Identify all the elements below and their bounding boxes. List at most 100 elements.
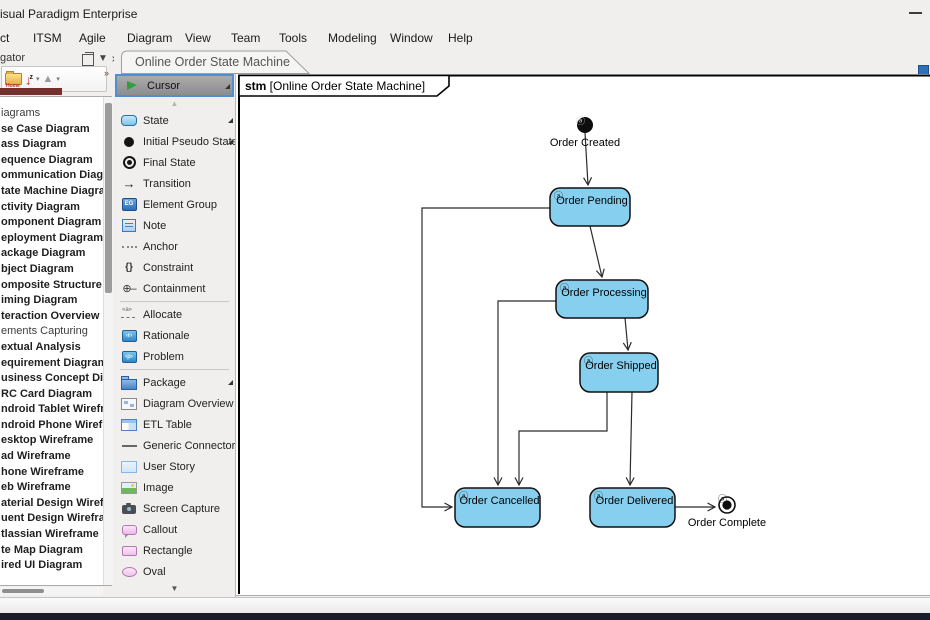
scrollbar-thumb[interactable] <box>105 103 112 293</box>
submenu-corner-icon[interactable] <box>228 139 233 144</box>
transition-processing-to-cancelled[interactable] <box>493 300 556 487</box>
palette-item-package[interactable]: Package <box>114 372 235 393</box>
menu-ct[interactable]: ct <box>0 31 10 45</box>
nav-item-diagram-type[interactable]: tate Machine Diagram <box>1 184 111 197</box>
nav-item-diagram-type[interactable]: usiness Concept Diagram <box>1 372 111 385</box>
vertical-scrollbar[interactable] <box>103 97 113 585</box>
nav-item-diagram-type[interactable]: hone Wireframe <box>1 465 85 478</box>
nav-item-diagram-type[interactable]: ndroid Phone Wireframe <box>1 418 111 431</box>
palette-scroll-down-icon[interactable]: ▼ <box>170 584 179 593</box>
pin-icon[interactable]: ▼ <box>98 53 108 64</box>
nav-item-diagram-type[interactable]: tlassian Wireframe <box>1 528 99 541</box>
nav-item-diagram-type[interactable]: RC Card Diagram <box>1 387 93 400</box>
menu-itsm[interactable]: ITSM <box>33 31 62 45</box>
nav-item-diagram-type[interactable]: omponent Diagram <box>1 216 102 229</box>
nav-item-diagram-type[interactable]: uent Design Wireframe <box>1 512 111 525</box>
model-folder-icon[interactable] <box>5 71 22 89</box>
transition-created-to-pending[interactable] <box>583 132 593 187</box>
palette-item-allocate[interactable]: Allocate <box>114 304 235 325</box>
nav-item-diagram-type[interactable]: equence Diagram <box>1 153 93 166</box>
collapse-icon[interactable]: ▲ <box>42 72 54 85</box>
nav-item-diagram-type[interactable]: omposite Structure Diagram <box>1 278 111 291</box>
nav-item-diagram-type[interactable]: ackage Diagram <box>1 247 86 260</box>
palette-item-constraint[interactable]: {}Constraint <box>114 257 235 278</box>
nav-section-header[interactable]: ements Capturing <box>1 325 88 338</box>
menu-diagram[interactable]: Diagram <box>127 31 173 45</box>
tab-online-order-state-machine[interactable]: Online Order State Machine <box>120 49 330 75</box>
transition-pending-to-processing[interactable] <box>589 225 605 279</box>
sort-icon[interactable]: ↓z <box>25 72 33 88</box>
nav-item-diagram-type[interactable]: extual Analysis <box>1 340 81 353</box>
palette-item-transition[interactable]: →Transition <box>114 173 235 194</box>
collapse-dropdown-icon[interactable]: ▾ <box>56 76 60 83</box>
horizontal-scrollbar[interactable] <box>0 587 103 595</box>
restore-panel-icon[interactable] <box>82 52 94 66</box>
state-label: Order Shipped <box>585 360 657 372</box>
transition-shipped-to-cancelled[interactable] <box>514 392 608 487</box>
nav-item-diagram-type[interactable]: ndroid Tablet Wireframe <box>1 403 111 416</box>
nav-item-diagram-type[interactable]: ctivity Diagram <box>1 200 80 213</box>
palette-item-initial-pseudo-state[interactable]: Initial Pseudo State <box>114 131 235 152</box>
nav-item-diagram-type[interactable]: te Map Diagram <box>1 543 83 556</box>
nav-section-header[interactable]: iagrams <box>1 107 41 119</box>
nav-item-diagram-type[interactable]: aterial Design Wireframe <box>1 496 111 509</box>
menu-view[interactable]: View <box>185 31 211 45</box>
sort-dropdown-icon[interactable]: ▾ <box>36 76 40 83</box>
toolbar-overflow-icon[interactable]: » <box>104 68 109 78</box>
palette-item-etl-table[interactable]: ETL Table <box>114 414 235 435</box>
submenu-corner-icon[interactable] <box>228 380 233 385</box>
palette-item-callout[interactable]: Callout <box>114 519 235 540</box>
palette-item-problem[interactable]: ‹p›Problem <box>114 346 235 367</box>
nav-item-diagram-type[interactable]: teraction Overview Diagram <box>1 309 111 322</box>
submenu-corner-icon[interactable] <box>228 118 233 123</box>
nav-item-diagram-type[interactable]: eb Wireframe <box>1 481 71 494</box>
palette-item-rationale[interactable]: ‹r›Rationale <box>114 325 235 346</box>
nav-item-diagram-type[interactable]: iming Diagram <box>1 294 78 307</box>
nav-item-diagram-type[interactable]: eployment Diagram <box>1 231 104 244</box>
selected-item-fragment <box>0 88 62 95</box>
transition-pending-to-cancelled[interactable] <box>421 207 550 512</box>
nav-item-diagram-type[interactable]: equirement Diagram <box>1 356 108 369</box>
menu-team[interactable]: Team <box>231 31 261 45</box>
scrollbar-thumb[interactable] <box>2 589 44 593</box>
transition-processing-to-shipped[interactable] <box>622 317 632 352</box>
nav-item-diagram-type[interactable]: bject Diagram <box>1 262 74 275</box>
palette-item-cursor[interactable]: Cursor <box>115 74 234 97</box>
nav-item-diagram-type[interactable]: ommunication Diagram <box>1 169 111 182</box>
submenu-corner-icon[interactable] <box>225 84 230 89</box>
palette-item-note[interactable]: Note <box>114 215 235 236</box>
palette-item-containment[interactable]: ⊕–Containment <box>114 278 235 299</box>
palette-item-final-state[interactable]: Final State <box>114 152 235 173</box>
nav-item-diagram-type[interactable]: esktop Wireframe <box>1 434 94 447</box>
menu-agile[interactable]: Agile <box>79 31 106 45</box>
palette-item-user-story[interactable]: User Story <box>114 456 235 477</box>
nav-item-diagram-type[interactable]: ad Wireframe <box>1 450 71 463</box>
palette-item-anchor[interactable]: Anchor <box>114 236 235 257</box>
palette-item-rectangle[interactable]: Rectangle <box>114 540 235 561</box>
minimize-icon[interactable] <box>909 12 922 14</box>
palette-item-screen-capture[interactable]: Screen Capture <box>114 498 235 519</box>
nav-item-diagram-type[interactable]: ass Diagram <box>1 138 67 151</box>
palette-scroll-up-icon[interactable]: ▲ <box>170 99 179 108</box>
palette-item-image[interactable]: Image <box>114 477 235 498</box>
palette-item-diagram-overview[interactable]: Diagram Overview <box>114 393 235 414</box>
palette-item-state[interactable]: State <box>114 110 235 131</box>
palette-item-generic-connector[interactable]: Generic Connector <box>114 435 235 456</box>
palette-item-oval[interactable]: Oval <box>114 561 235 582</box>
transition-shipped-to-delivered[interactable] <box>625 391 635 487</box>
nav-item-diagram-type[interactable]: se Case Diagram <box>1 122 90 135</box>
menu-tools[interactable]: Tools <box>279 31 308 45</box>
menu-window[interactable]: Window <box>390 31 433 45</box>
menu-modeling[interactable]: Modeling <box>328 31 377 45</box>
menu-help[interactable]: Help <box>448 31 473 45</box>
nav-item-diagram-type[interactable]: ired UI Diagram <box>1 559 83 572</box>
